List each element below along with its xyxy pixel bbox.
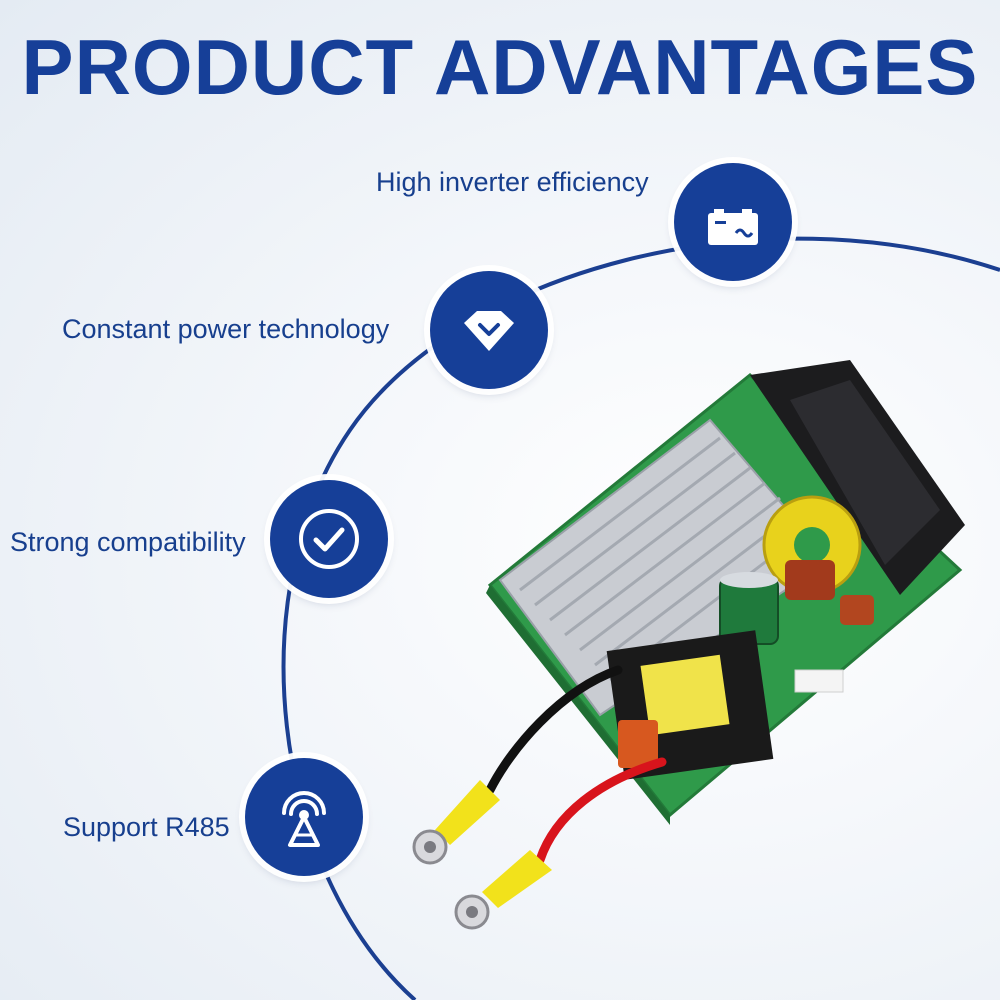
page-title: PRODUCT ADVANTAGES: [21, 23, 979, 111]
inverter-pcb-board: [412, 360, 965, 930]
battery-icon: [708, 209, 758, 245]
feature-label-compatibility: Strong compatibility: [10, 527, 246, 557]
feature-icon-circle-efficiency: [674, 163, 792, 281]
feature-label-r485: Support R485: [63, 812, 230, 842]
signal-tower-icon: [282, 791, 326, 847]
feature-icon-circle-r485: [245, 758, 363, 876]
checkmark-icon: [299, 509, 359, 569]
feature-label-constant-power: Constant power technology: [62, 314, 390, 344]
feature-icon-circle-compatibility: [270, 480, 388, 598]
feature-icon-circle-constant-power: [430, 271, 548, 389]
feature-label-efficiency: High inverter efficiency: [376, 167, 649, 197]
diamond-icon: [464, 311, 514, 351]
